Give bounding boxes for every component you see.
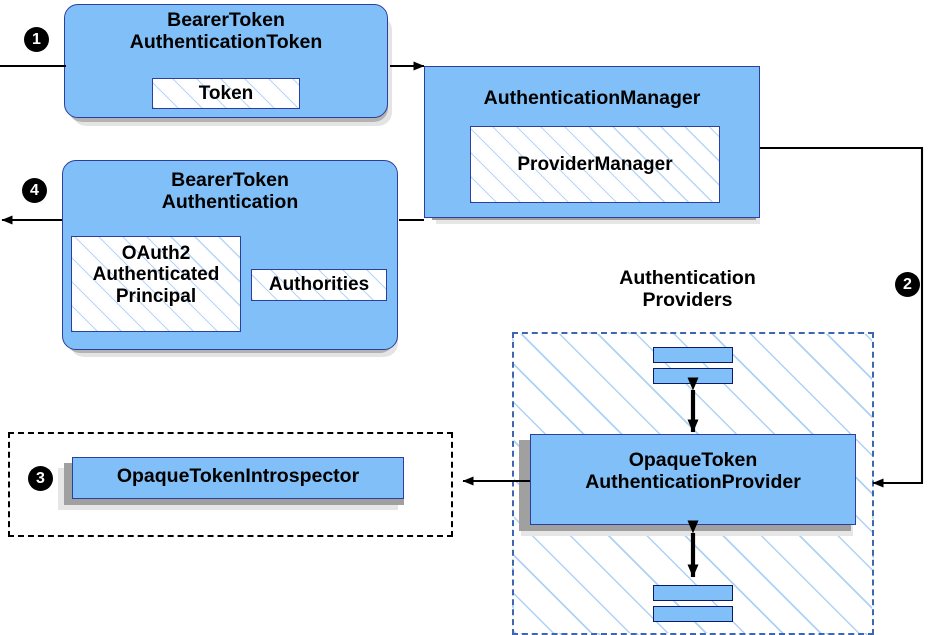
oauth2-authenticated-principal-inner-box[interactable] [71, 236, 241, 332]
provider-manager-inner-box[interactable] [470, 126, 720, 203]
provider-stack-bar-top-2 [653, 368, 733, 384]
provider-stack-bar-bottom-1 [653, 585, 733, 601]
step-badge-2: 2 [895, 272, 920, 297]
authorities-inner-box[interactable] [251, 269, 387, 301]
provider-stack-bar-top-1 [653, 347, 733, 363]
provider-stack-bar-bottom-2 [653, 606, 733, 622]
opaque-token-introspector-group-box [8, 432, 453, 537]
step-badge-3: 3 [28, 466, 53, 491]
opaque-token-authentication-provider-box[interactable] [530, 434, 856, 525]
opaque-token-introspector-box[interactable] [72, 457, 404, 499]
step-badge-4: 4 [22, 178, 47, 203]
token-inner-box[interactable] [152, 78, 300, 109]
authentication-providers-group-title: Authentication Providers [619, 267, 756, 311]
step-badge-1: 1 [24, 27, 49, 52]
